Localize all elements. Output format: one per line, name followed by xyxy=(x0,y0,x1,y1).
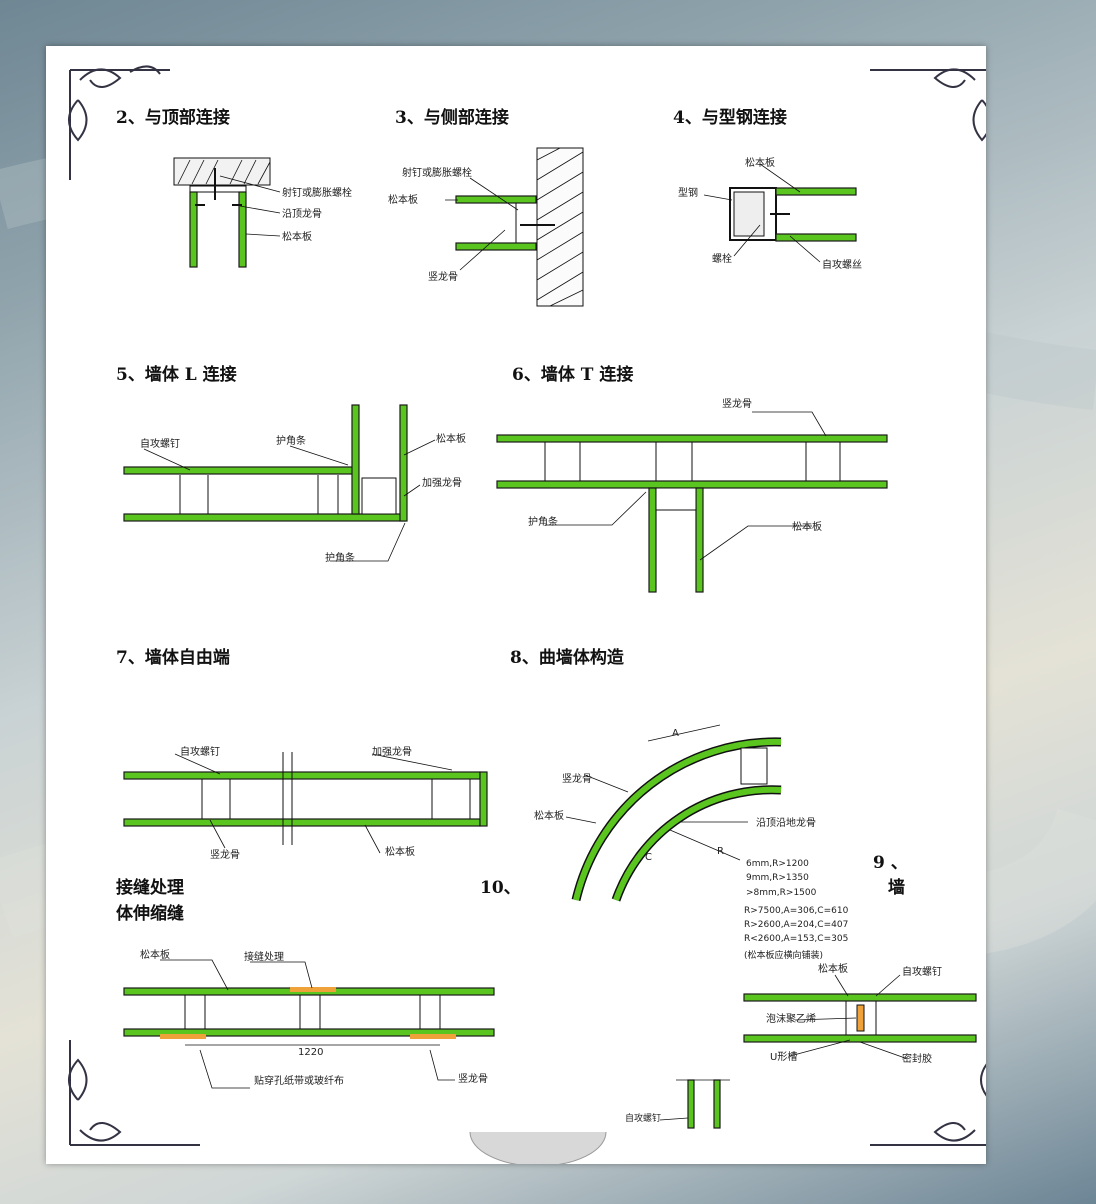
label-a: A xyxy=(672,728,679,739)
ornament-top-right xyxy=(870,68,986,142)
label-top-track: 沿顶龙骨 xyxy=(282,207,322,220)
title-l-connection: 5、墙体 L 连接 xyxy=(116,364,237,385)
title-joint-treatment: 接缝处理 xyxy=(116,877,184,898)
construction-drawings: 2、与顶部连接 3、与侧部连接 4、与型钢连接 5、墙体 L 连接 6、墙体 T… xyxy=(68,65,986,1164)
title-nine: 9 、 xyxy=(873,853,908,873)
label-expansion-bolt-side: 射钉或膨胀螺栓 xyxy=(402,166,472,179)
label-stud-joint: 竖龙骨 xyxy=(458,1072,488,1085)
title-top-connection: 2、与顶部连接 xyxy=(116,107,230,128)
diagram-side-connection: 射钉或膨胀螺栓 松本板 竖龙骨 xyxy=(388,147,584,307)
label-screw-bottom: 自攻螺钉 xyxy=(625,1112,661,1124)
label-u-channel: U形槽 xyxy=(770,1050,797,1063)
label-c: C xyxy=(645,852,652,863)
note-line-2: 9mm,R>1350 xyxy=(746,873,809,883)
title-curved-wall: 8、曲墙体构造 xyxy=(510,647,625,668)
title-t-connection: 6、墙体 T 连接 xyxy=(512,364,633,385)
title-ten: 10、 xyxy=(480,878,521,898)
label-screw-free: 自攻螺钉 xyxy=(180,745,220,758)
note-line-3: >8mm,R>1500 xyxy=(746,888,817,898)
bottom-medallion xyxy=(469,1131,607,1164)
label-r: R xyxy=(717,846,724,857)
label-stud-free: 竖龙骨 xyxy=(210,848,240,861)
label-board-free: 松本板 xyxy=(385,845,415,858)
label-reinforce-stud-l: 加强龙骨 xyxy=(422,476,462,489)
label-board-t: 松本板 xyxy=(792,520,822,533)
diagram-joint-treatment: 松本板 接缝处理 1220 贴穿孔纸带或玻纤布 竖龙骨 xyxy=(123,948,495,1089)
label-corner-bead-l-2: 护角条 xyxy=(325,551,355,564)
diagram-curved-wall: A C R 竖龙骨 松本板 沿顶沿地龙骨 6mm,R>1200 9mm,R>13… xyxy=(534,724,849,961)
label-reinforce-free: 加强龙骨 xyxy=(372,745,412,758)
title-nine-wall: 墙 xyxy=(888,877,905,898)
label-board-curved: 松本板 xyxy=(534,809,564,822)
label-track-curved: 沿顶沿地龙骨 xyxy=(756,816,816,829)
note-line-5: R>2600,A=204,C=407 xyxy=(744,920,848,930)
title-steel-connection: 4、与型钢连接 xyxy=(673,107,787,128)
diagram-expansion-joint: 松本板 自攻螺钉 泡沫聚乙烯 U形槽 密封胶 xyxy=(743,962,977,1065)
label-sealant: 密封胶 xyxy=(902,1052,932,1065)
ornament-bottom-right xyxy=(870,1063,986,1146)
note-line-1: 6mm,R>1200 xyxy=(746,859,809,869)
diagram-steel-connection: 松本板 型钢 螺栓 自攻螺丝 xyxy=(678,156,862,271)
label-board-steel: 松本板 xyxy=(745,156,775,169)
label-corner-bead-t: 护角条 xyxy=(528,515,558,528)
label-1220: 1220 xyxy=(298,1047,323,1058)
label-foam: 泡沫聚乙烯 xyxy=(766,1012,816,1025)
diagram-t-connection: 竖龙骨 护角条 松本板 xyxy=(496,397,888,593)
label-corner-bead-l: 护角条 xyxy=(276,434,306,447)
note-line-4: R>7500,A=306,C=610 xyxy=(744,906,849,916)
note-line-6: R<2600,A=153,C=305 xyxy=(744,934,848,944)
label-board: 松本板 xyxy=(282,230,312,243)
label-expansion-bolt: 射钉或膨胀螺栓 xyxy=(282,186,352,199)
label-screw-exp: 自攻螺钉 xyxy=(902,965,942,978)
label-board-exp: 松本板 xyxy=(818,962,848,975)
title-side-connection: 3、与侧部连接 xyxy=(395,107,509,128)
drawing-sheet: 2、与顶部连接 3、与侧部连接 4、与型钢连接 5、墙体 L 连接 6、墙体 T… xyxy=(46,46,986,1164)
label-screw-steel: 自攻螺丝 xyxy=(822,258,862,271)
label-board-side: 松本板 xyxy=(388,193,418,206)
diagram-top-connection: 射钉或膨胀螺栓 沿顶龙骨 松本板 xyxy=(173,157,352,268)
diagram-bottom-detail: 自攻螺钉 xyxy=(625,1079,730,1129)
diagram-l-connection: 自攻螺钉 护角条 松本板 加强龙骨 护角条 xyxy=(123,404,466,564)
label-board-l: 松本板 xyxy=(436,432,466,445)
title-expansion-joint: 体伸缩缝 xyxy=(116,903,184,924)
label-screw-l: 自攻螺钉 xyxy=(140,437,180,450)
note-line-7: (松本板应横向铺装) xyxy=(744,949,823,961)
label-board-joint: 松本板 xyxy=(140,948,170,961)
label-stud-side: 竖龙骨 xyxy=(428,270,458,283)
label-bolt: 螺栓 xyxy=(712,252,732,265)
label-joint-treat: 接缝处理 xyxy=(244,950,284,963)
ornament-bottom-left xyxy=(68,1040,200,1146)
title-free-end: 7、墙体自由端 xyxy=(116,647,230,668)
label-stud-t: 竖龙骨 xyxy=(722,397,752,410)
diagram-free-end: 自攻螺钉 加强龙骨 竖龙骨 松本板 xyxy=(123,745,488,861)
label-stud-curved: 竖龙骨 xyxy=(562,772,592,785)
ornament-top-left xyxy=(68,65,170,180)
label-steel: 型钢 xyxy=(678,186,698,199)
label-tape: 贴穿孔纸带或玻纤布 xyxy=(254,1074,344,1087)
